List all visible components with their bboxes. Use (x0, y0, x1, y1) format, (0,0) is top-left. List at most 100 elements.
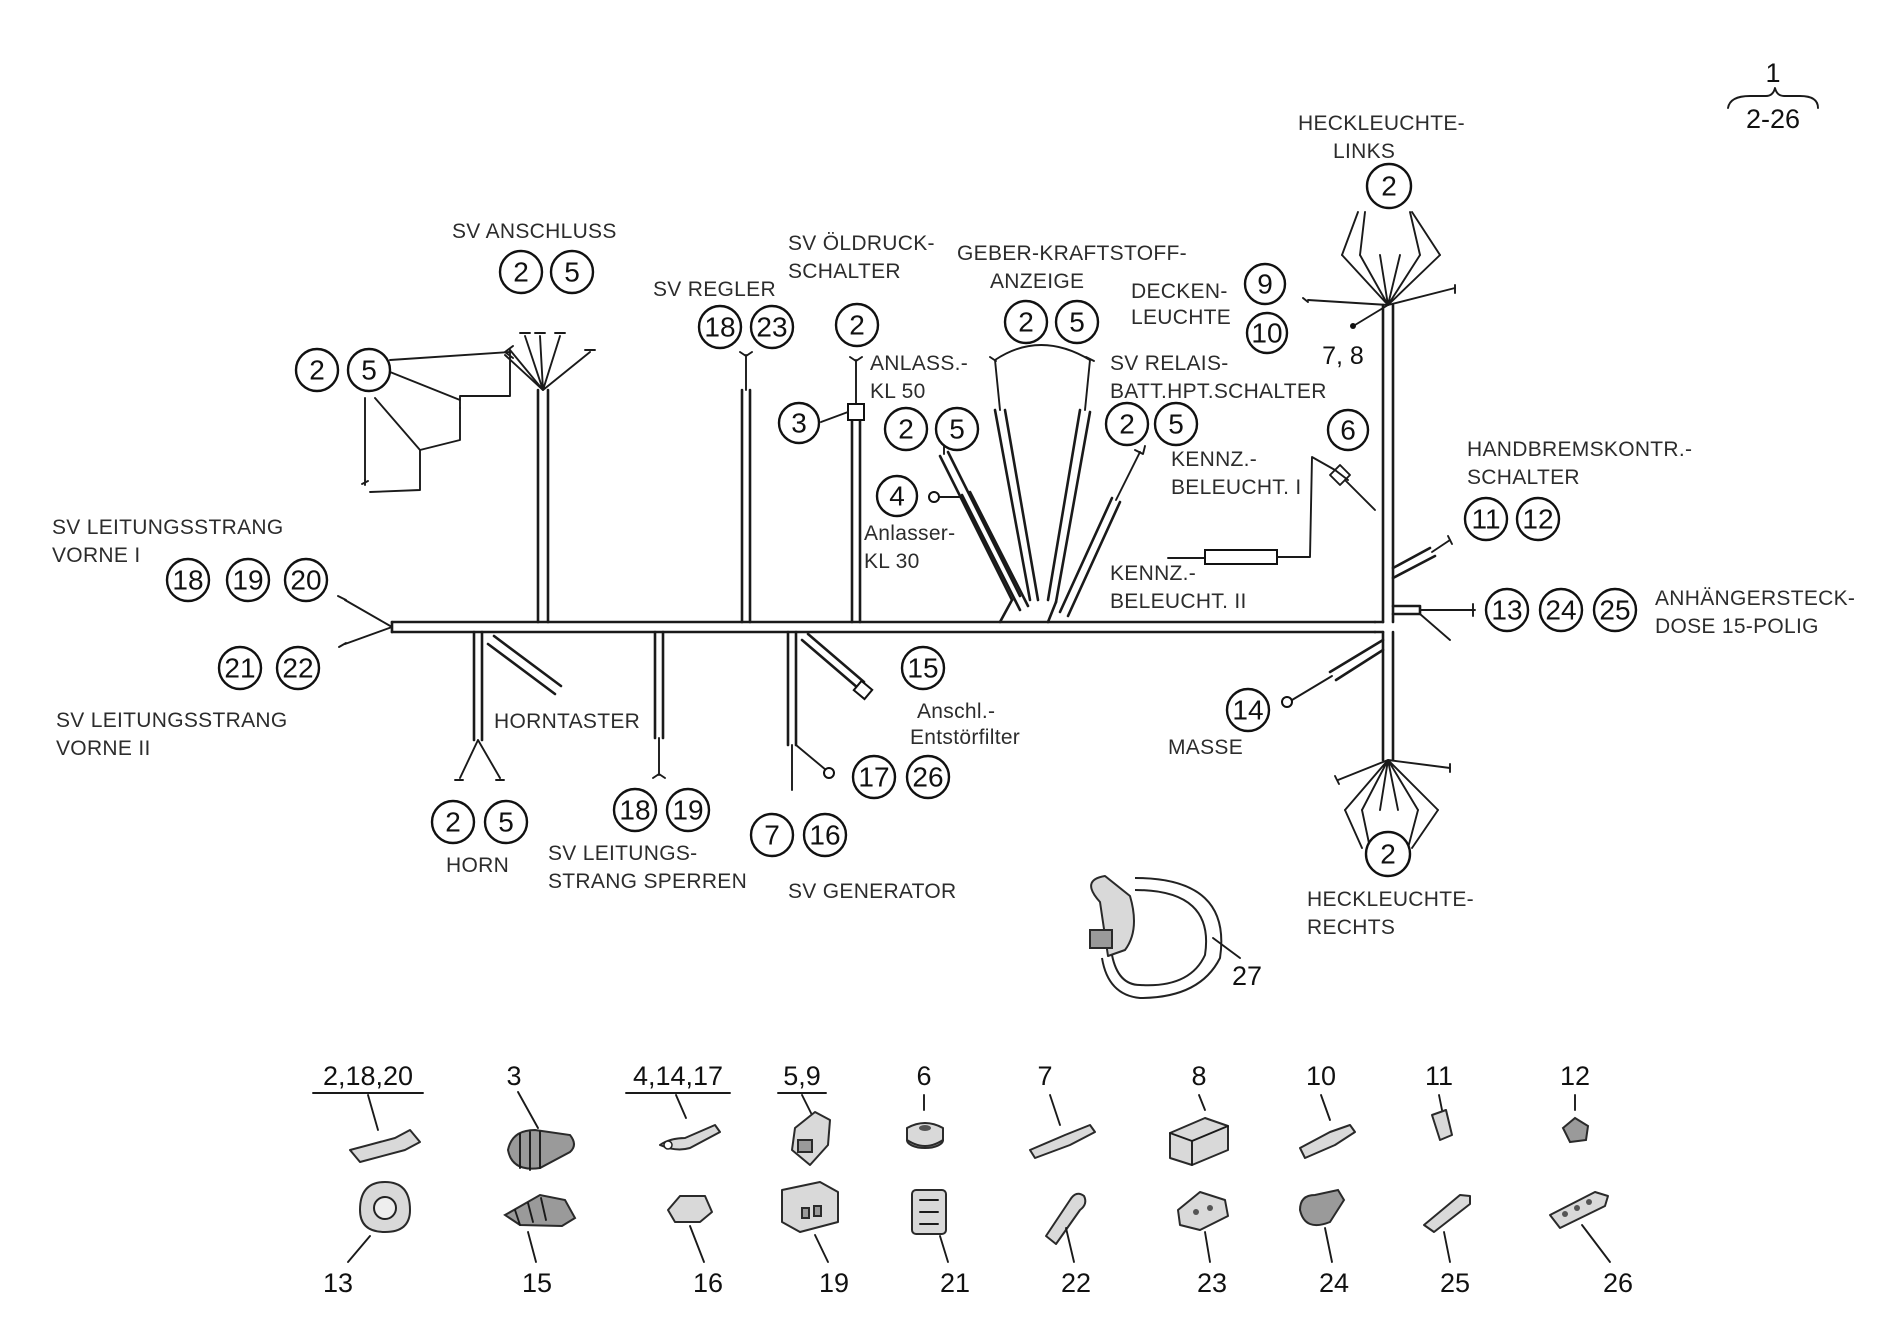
callout-sperr-a: 18 (612, 787, 658, 833)
label-horn: HORN (446, 854, 509, 877)
callout-anschluss-b: 5 (549, 249, 595, 295)
part-label: 7 (1037, 1061, 1052, 1091)
svg-text:23: 23 (756, 312, 787, 343)
callout-oeldruck: 2 (834, 302, 880, 348)
svg-text:2: 2 (1018, 307, 1034, 338)
callout-horn-b: 5 (483, 799, 529, 845)
svg-text:18: 18 (704, 312, 735, 343)
callout-vorne2-b: 22 (275, 645, 321, 691)
svg-text:16: 16 (809, 820, 840, 851)
svg-text:2: 2 (309, 355, 325, 386)
svg-text:7: 7 (764, 820, 780, 851)
label-handbrems-1: HANDBREMSKONTR.- (1467, 438, 1692, 461)
svg-text:19: 19 (232, 565, 263, 596)
label-heck-rechts-2: RECHTS (1307, 916, 1395, 939)
part-label: 8 (1191, 1061, 1206, 1091)
label-kennz1-1: KENNZ.- (1171, 448, 1257, 471)
part-label: 2,18,20 (323, 1061, 413, 1091)
part-pin-25 (1423, 1194, 1471, 1263)
part-label: 21 (940, 1268, 970, 1298)
svg-text:15: 15 (907, 653, 938, 684)
label-decken-2: LEUCHTE (1131, 306, 1231, 329)
svg-text:5: 5 (1168, 409, 1184, 440)
callout-vorne1-c: 20 (283, 557, 329, 603)
part-label: 13 (323, 1268, 353, 1298)
part-connector-5-9 (791, 1094, 831, 1166)
svg-text:5: 5 (498, 807, 514, 838)
part-label: 5,9 (783, 1061, 821, 1091)
callout-gen-b: 16 (802, 812, 848, 858)
part-label: 24 (1319, 1268, 1349, 1298)
callout-sperr-b: 19 (665, 787, 711, 833)
part-seal-26 (1549, 1191, 1611, 1263)
svg-text:2: 2 (898, 414, 914, 445)
label-vorne1-2: VORNE I (52, 544, 140, 567)
callout-regler-a: 18 (697, 304, 743, 350)
callout-4: 4 (875, 474, 919, 518)
callout-15: 15 (900, 645, 946, 691)
callout-geber-a: 2 (1003, 299, 1049, 345)
label-relais-1: SV RELAIS- (1110, 352, 1229, 375)
label-sperren-1: SV LEITUNGS- (548, 842, 697, 865)
svg-text:2: 2 (1381, 171, 1397, 202)
part-label: 4,14,17 (633, 1061, 723, 1091)
svg-text:24: 24 (1545, 595, 1576, 626)
callout-ent-a: 17 (851, 754, 897, 800)
callout-hand-a: 11 (1463, 496, 1509, 542)
callout-anh-b: 24 (1538, 587, 1584, 633)
part-connector-19 (781, 1181, 839, 1263)
label-entstoer-2: Entstörfilter (910, 726, 1020, 749)
label-sv-oeldruck-1: SV ÖLDRUCK- (788, 232, 935, 255)
callout-geber-b: 5 (1054, 299, 1100, 345)
label-heck-rechts-1: HECKLEUCHTE- (1307, 888, 1474, 911)
label-horntaster: HORNTASTER (494, 710, 640, 733)
svg-text:2: 2 (1119, 409, 1135, 440)
callout-relais-a: 2 (1104, 401, 1150, 447)
svg-text:18: 18 (619, 795, 650, 826)
callout-anlass-a: 2 (883, 406, 929, 452)
svg-text:11: 11 (1471, 504, 1500, 535)
svg-text:2: 2 (1380, 839, 1396, 870)
svg-text:5: 5 (564, 257, 580, 288)
part-label: 22 (1061, 1268, 1091, 1298)
part-grommet-3 (506, 1091, 575, 1171)
svg-text:2: 2 (445, 807, 461, 838)
part-label: 12 (1560, 1061, 1590, 1091)
part-label: 26 (1603, 1268, 1633, 1298)
svg-text:4: 4 (889, 481, 905, 512)
part-label: 25 (1440, 1268, 1470, 1298)
callout-horn-a: 2 (430, 799, 476, 845)
label-anhaenger-2: DOSE 15-POLIG (1655, 615, 1819, 638)
svg-text:5: 5 (361, 355, 377, 386)
callout-anschluss-a: 2 (498, 249, 544, 295)
svg-text:13: 13 (1491, 595, 1522, 626)
svg-text:2: 2 (849, 310, 865, 341)
label-masse: MASSE (1168, 736, 1243, 759)
svg-text:22: 22 (282, 653, 313, 684)
label-kennz2-2: BELEUCHT. II (1110, 590, 1247, 613)
svg-text:26: 26 (912, 762, 943, 793)
svg-text:14: 14 (1232, 695, 1263, 726)
assembly-number: 1 (1765, 58, 1780, 88)
callout-hand-b: 12 (1515, 496, 1561, 542)
svg-text:19: 19 (672, 795, 703, 826)
callout-circles: 2 5 2 5 18 23 2 2 5 9 10 2 3 2 5 2 5 6 4… (165, 162, 1638, 991)
part-housing-8 (1169, 1094, 1229, 1166)
part-terminal-7 (1029, 1094, 1096, 1159)
part-label: 15 (522, 1268, 552, 1298)
callout-regler-b: 23 (749, 304, 795, 350)
callout-decken-b: 10 (1245, 311, 1289, 355)
label-geber-1: GEBER-KRAFTSTOFF- (957, 242, 1187, 265)
callout-14: 14 (1225, 687, 1271, 733)
callout-left-a: 2 (294, 347, 340, 393)
assembly-range: 2-26 (1746, 104, 1800, 134)
callout-anh-a: 13 (1484, 587, 1530, 633)
part-connector-21 (911, 1189, 949, 1263)
part-terminal-2-18-20 (349, 1094, 421, 1163)
part-pin-11 (1431, 1094, 1453, 1141)
callout-heck-rechts: 2 (1364, 830, 1412, 878)
label-anlasser-2: KL 30 (864, 550, 920, 573)
assembly-reference: 1 2-26 (1727, 58, 1819, 134)
parts-legend: 2,18,20 3 4,14,17 5,9 6 7 8 10 11 12 13 … (312, 1061, 1633, 1298)
svg-text:12: 12 (1522, 504, 1553, 535)
